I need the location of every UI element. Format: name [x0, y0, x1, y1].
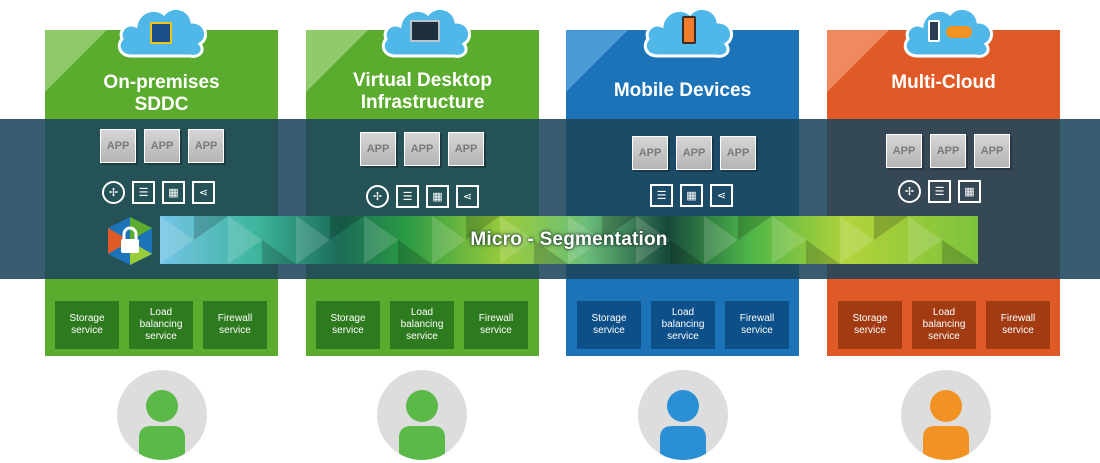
column-title: On-premises SDDC	[103, 72, 220, 115]
app-group-vdi: APP APP APP	[360, 132, 484, 166]
app-tile: APP	[144, 129, 180, 163]
router-icon: ✢	[898, 180, 921, 203]
firewall-service: Firewall service	[203, 301, 267, 349]
list-icon: ☰	[928, 180, 951, 203]
cloud-vsphere	[114, 2, 210, 62]
column-title: Mobile Devices	[613, 80, 752, 101]
firewall-icon: ▦	[958, 180, 981, 203]
app-group-on-premises: APP APP APP	[100, 129, 224, 163]
list-icon: ☰	[132, 181, 155, 204]
user-icon	[399, 390, 445, 460]
icon-row-multicloud: ✢ ☰ ▦	[898, 180, 981, 203]
firewall-icon: ▦	[426, 185, 449, 208]
column-title: Virtual Desktop Infrastructure	[352, 70, 493, 113]
app-tile: APP	[720, 136, 756, 170]
app-group-mobile: APP APP APP	[632, 136, 756, 170]
firewall-service: Firewall service	[464, 301, 528, 349]
list-icon: ☰	[396, 185, 419, 208]
router-icon: ✢	[366, 185, 389, 208]
icon-row-vdi: ✢ ☰ ▦ ⋖	[366, 185, 479, 208]
load-balancer-icon: ⋖	[456, 185, 479, 208]
micro-segmentation-bar	[160, 216, 978, 264]
phone-cloud-icon	[928, 20, 940, 42]
user-icon	[923, 390, 969, 460]
user-icon	[660, 390, 706, 460]
router-icon: ✢	[102, 181, 125, 204]
column-corner-accent	[827, 30, 889, 92]
load-balancing-service: Load balancing service	[129, 301, 193, 349]
services-multicloud: Storage service Load balancing service F…	[838, 301, 1050, 349]
storage-service: Storage service	[838, 301, 902, 349]
app-tile: APP	[188, 129, 224, 163]
storage-service: Storage service	[577, 301, 641, 349]
app-tile: APP	[974, 134, 1010, 168]
user-avatar-multicloud	[901, 370, 991, 460]
storage-service: Storage service	[316, 301, 380, 349]
app-tile: APP	[676, 136, 712, 170]
load-balancer-icon: ⋖	[192, 181, 215, 204]
user-avatar-vdi	[377, 370, 467, 460]
user-avatar-on-premises	[117, 370, 207, 460]
app-tile: APP	[632, 136, 668, 170]
load-balancing-service: Load balancing service	[912, 301, 976, 349]
user-icon	[139, 390, 185, 460]
app-tile: APP	[100, 129, 136, 163]
storage-service: Storage service	[55, 301, 119, 349]
column-corner-accent	[306, 30, 368, 92]
cloud-desktop	[378, 2, 474, 62]
services-mobile: Storage service Load balancing service F…	[577, 301, 789, 349]
vsphere-logo-icon	[150, 22, 172, 44]
icon-row-on-premises: ✢ ☰ ▦ ⋖	[102, 181, 215, 204]
desktop-monitor-icon	[410, 20, 440, 42]
micro-segmentation-label: Micro - Segmentation	[470, 229, 668, 250]
app-tile: APP	[930, 134, 966, 168]
app-group-multicloud: APP APP APP	[886, 134, 1010, 168]
app-tile: APP	[360, 132, 396, 166]
cloud-multicloud	[900, 2, 996, 62]
column-title: Multi-Cloud	[891, 72, 996, 93]
small-cloud-icon	[946, 26, 972, 38]
app-tile: APP	[404, 132, 440, 166]
load-balancer-icon: ⋖	[710, 184, 733, 207]
lock-icon	[104, 216, 156, 266]
icon-row-mobile: ☰ ▦ ⋖	[650, 184, 733, 207]
user-avatar-mobile	[638, 370, 728, 460]
load-balancing-service: Load balancing service	[390, 301, 454, 349]
column-corner-accent	[566, 30, 628, 92]
firewall-service: Firewall service	[725, 301, 789, 349]
cloud-mobile	[640, 2, 736, 62]
app-tile: APP	[448, 132, 484, 166]
list-icon: ☰	[650, 184, 673, 207]
services-vdi: Storage service Load balancing service F…	[316, 301, 528, 349]
services-on-premises: Storage service Load balancing service F…	[55, 301, 267, 349]
firewall-icon: ▦	[162, 181, 185, 204]
firewall-service: Firewall service	[986, 301, 1050, 349]
firewall-icon: ▦	[680, 184, 703, 207]
app-tile: APP	[886, 134, 922, 168]
smartphone-icon	[682, 16, 696, 44]
column-corner-accent	[45, 30, 107, 92]
load-balancing-service: Load balancing service	[651, 301, 715, 349]
